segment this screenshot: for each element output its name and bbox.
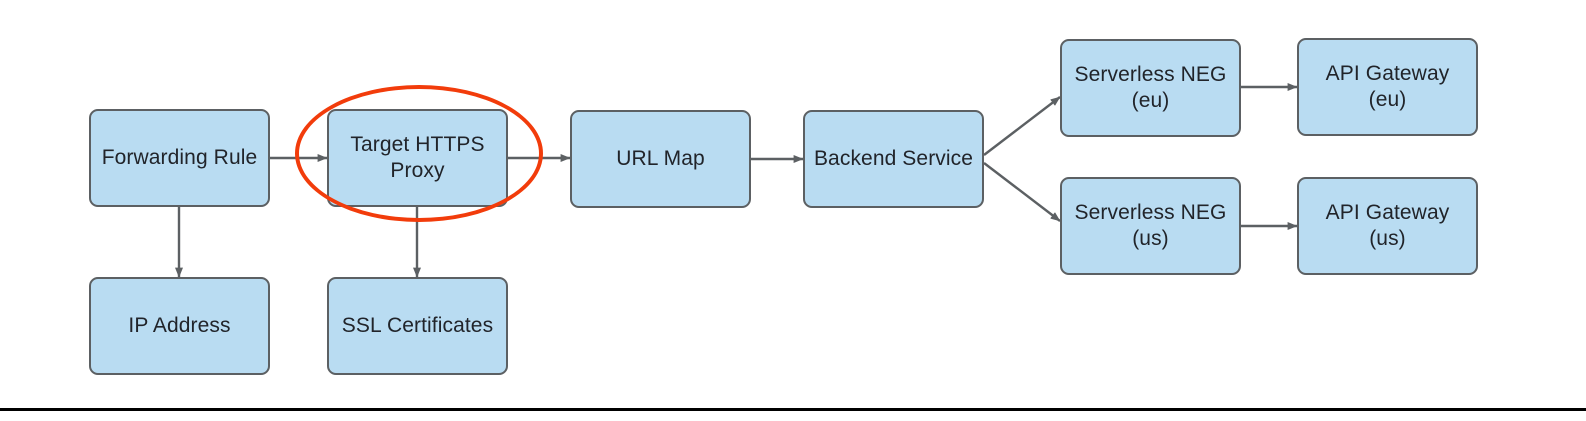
edge-backend-service-to-serverless-neg-eu [983,96,1061,156]
node-api-gateway-eu[interactable]: API Gateway (eu) [1297,38,1478,136]
node-ip-address[interactable]: IP Address [89,277,270,375]
node-url-map[interactable]: URL Map [570,110,751,208]
edge-backend-service-to-serverless-neg-us [983,162,1061,222]
node-api-gateway-us[interactable]: API Gateway (us) [1297,177,1478,275]
footer-divider [0,408,1586,411]
node-target-https-proxy[interactable]: Target HTTPS Proxy [327,109,508,207]
node-forwarding-rule[interactable]: Forwarding Rule [89,109,270,207]
node-serverless-neg-us[interactable]: Serverless NEG (us) [1060,177,1241,275]
node-ssl-certificates[interactable]: SSL Certificates [327,277,508,375]
node-backend-service[interactable]: Backend Service [803,110,984,208]
node-serverless-neg-eu[interactable]: Serverless NEG (eu) [1060,39,1241,137]
